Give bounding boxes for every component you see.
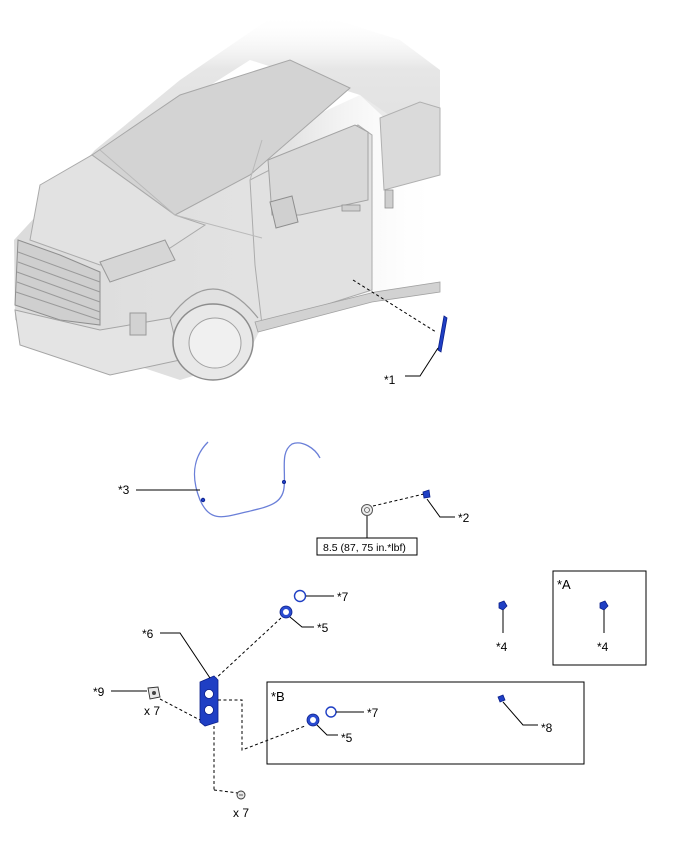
part-9-clip xyxy=(147,686,161,700)
inset-a-title: *A xyxy=(557,577,571,592)
label-6: *6 xyxy=(142,627,154,641)
dashed-leader-9 xyxy=(159,698,201,721)
leader-1 xyxy=(405,347,439,377)
body-crease xyxy=(249,139,263,181)
vehicle-mirror xyxy=(269,195,299,229)
leader-6 xyxy=(160,632,211,679)
dashed-leader-5 xyxy=(213,617,282,681)
wire-clip xyxy=(281,479,286,484)
vehicle-wheel-arch xyxy=(169,288,259,319)
part-5-grommet xyxy=(279,605,293,619)
torque-box xyxy=(316,537,418,556)
dashed-leader-2 xyxy=(372,493,425,507)
part-3-wire xyxy=(193,441,321,518)
part-5-grommet-inset xyxy=(306,713,320,727)
part-6-bracket xyxy=(199,675,219,727)
leader-2 xyxy=(426,498,455,518)
vehicle-headlight xyxy=(99,239,176,283)
vehicle-roof xyxy=(95,15,440,170)
vehicle-slide-handle xyxy=(384,189,394,209)
inset-a-frame xyxy=(552,570,647,666)
bolt-icon xyxy=(361,504,373,516)
leader-5-inset xyxy=(316,724,338,736)
vehicle-side-window xyxy=(379,101,441,191)
vehicle-wheel-hub xyxy=(188,317,242,369)
label-2: *2 xyxy=(458,511,470,525)
label-3: *3 xyxy=(118,483,130,497)
vehicle-grille xyxy=(14,239,101,326)
label-1: *1 xyxy=(384,373,396,387)
label-9: *9 xyxy=(93,685,105,699)
vehicle-fog-lamp xyxy=(129,312,147,336)
vehicle-door-handle xyxy=(341,204,361,212)
body-crease xyxy=(174,214,263,239)
part-7-ring-inset xyxy=(325,706,337,718)
part-4-clip-inset xyxy=(599,600,609,611)
qty-screw: x 7 xyxy=(233,806,249,820)
label-4: *4 xyxy=(496,640,508,654)
label-4-inset: *4 xyxy=(597,640,609,654)
label-7-inset: *7 xyxy=(367,706,379,720)
label-8: *8 xyxy=(541,721,553,735)
leader-5 xyxy=(289,616,314,628)
dashed-leader-inset-b xyxy=(218,699,306,751)
label-5-inset: *5 xyxy=(341,731,353,745)
part-8-clip xyxy=(497,694,506,703)
torque-spec: 8.5 (87, 75 in.*lbf) xyxy=(323,542,406,554)
part-2-clip xyxy=(422,489,431,499)
vehicle-hood xyxy=(29,154,207,266)
grille-slats xyxy=(15,251,101,321)
wire-clip xyxy=(200,497,206,503)
dashed-leader-screw-2 xyxy=(213,789,239,794)
body-crease xyxy=(99,149,176,216)
part-4-clip xyxy=(498,600,508,611)
screw-icon xyxy=(236,790,246,800)
vehicle-rocker xyxy=(254,281,441,333)
qty-clip: x 7 xyxy=(144,704,160,718)
inset-b-title: *B xyxy=(271,689,285,704)
part-1-weatherstrip xyxy=(437,315,448,353)
part-7-ring xyxy=(293,589,307,603)
label-5: *5 xyxy=(317,621,329,635)
vehicle-illustration xyxy=(14,15,441,381)
vehicle-door-window xyxy=(267,124,369,216)
leader-8 xyxy=(502,701,538,726)
label-7: *7 xyxy=(337,590,349,604)
inset-b-frame xyxy=(266,681,585,765)
